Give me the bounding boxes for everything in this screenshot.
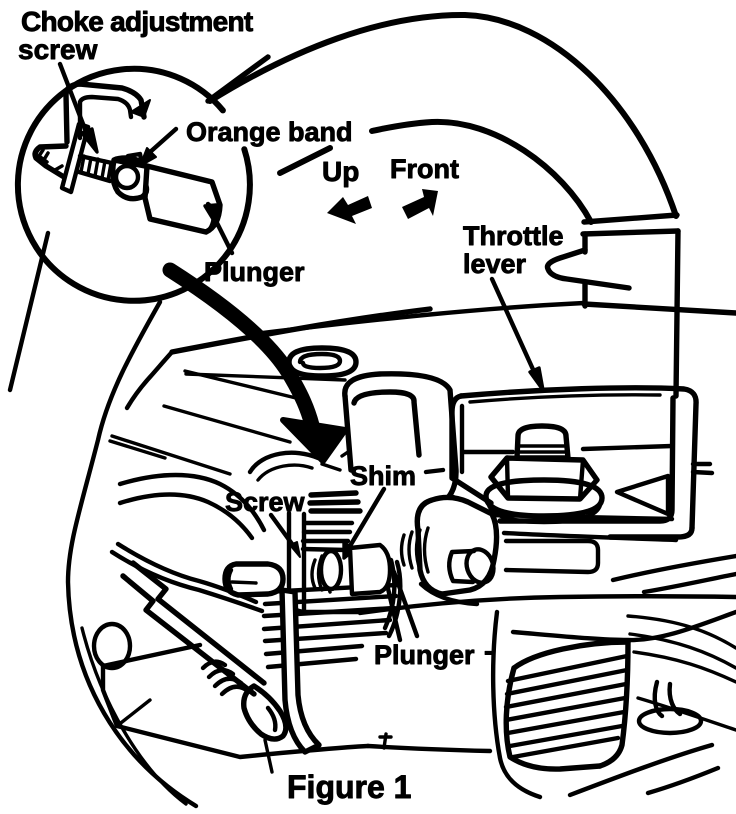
svg-text:Shim: Shim — [350, 461, 416, 491]
svg-text:Throttle: Throttle — [463, 221, 564, 251]
svg-text:screw: screw — [18, 34, 98, 65]
svg-text:-: - — [484, 636, 493, 666]
svg-text:Plunger: Plunger — [374, 640, 475, 670]
svg-text:lever: lever — [463, 249, 527, 279]
svg-text:Choke adjustment: Choke adjustment — [21, 6, 253, 37]
svg-text:Orange band: Orange band — [186, 117, 353, 147]
svg-text:Front: Front — [390, 154, 459, 184]
svg-text:Figure 1: Figure 1 — [287, 769, 411, 805]
svg-text:Up: Up — [322, 156, 359, 187]
svg-text:Plunger: Plunger — [204, 257, 305, 287]
svg-text:Screw: Screw — [225, 487, 306, 517]
